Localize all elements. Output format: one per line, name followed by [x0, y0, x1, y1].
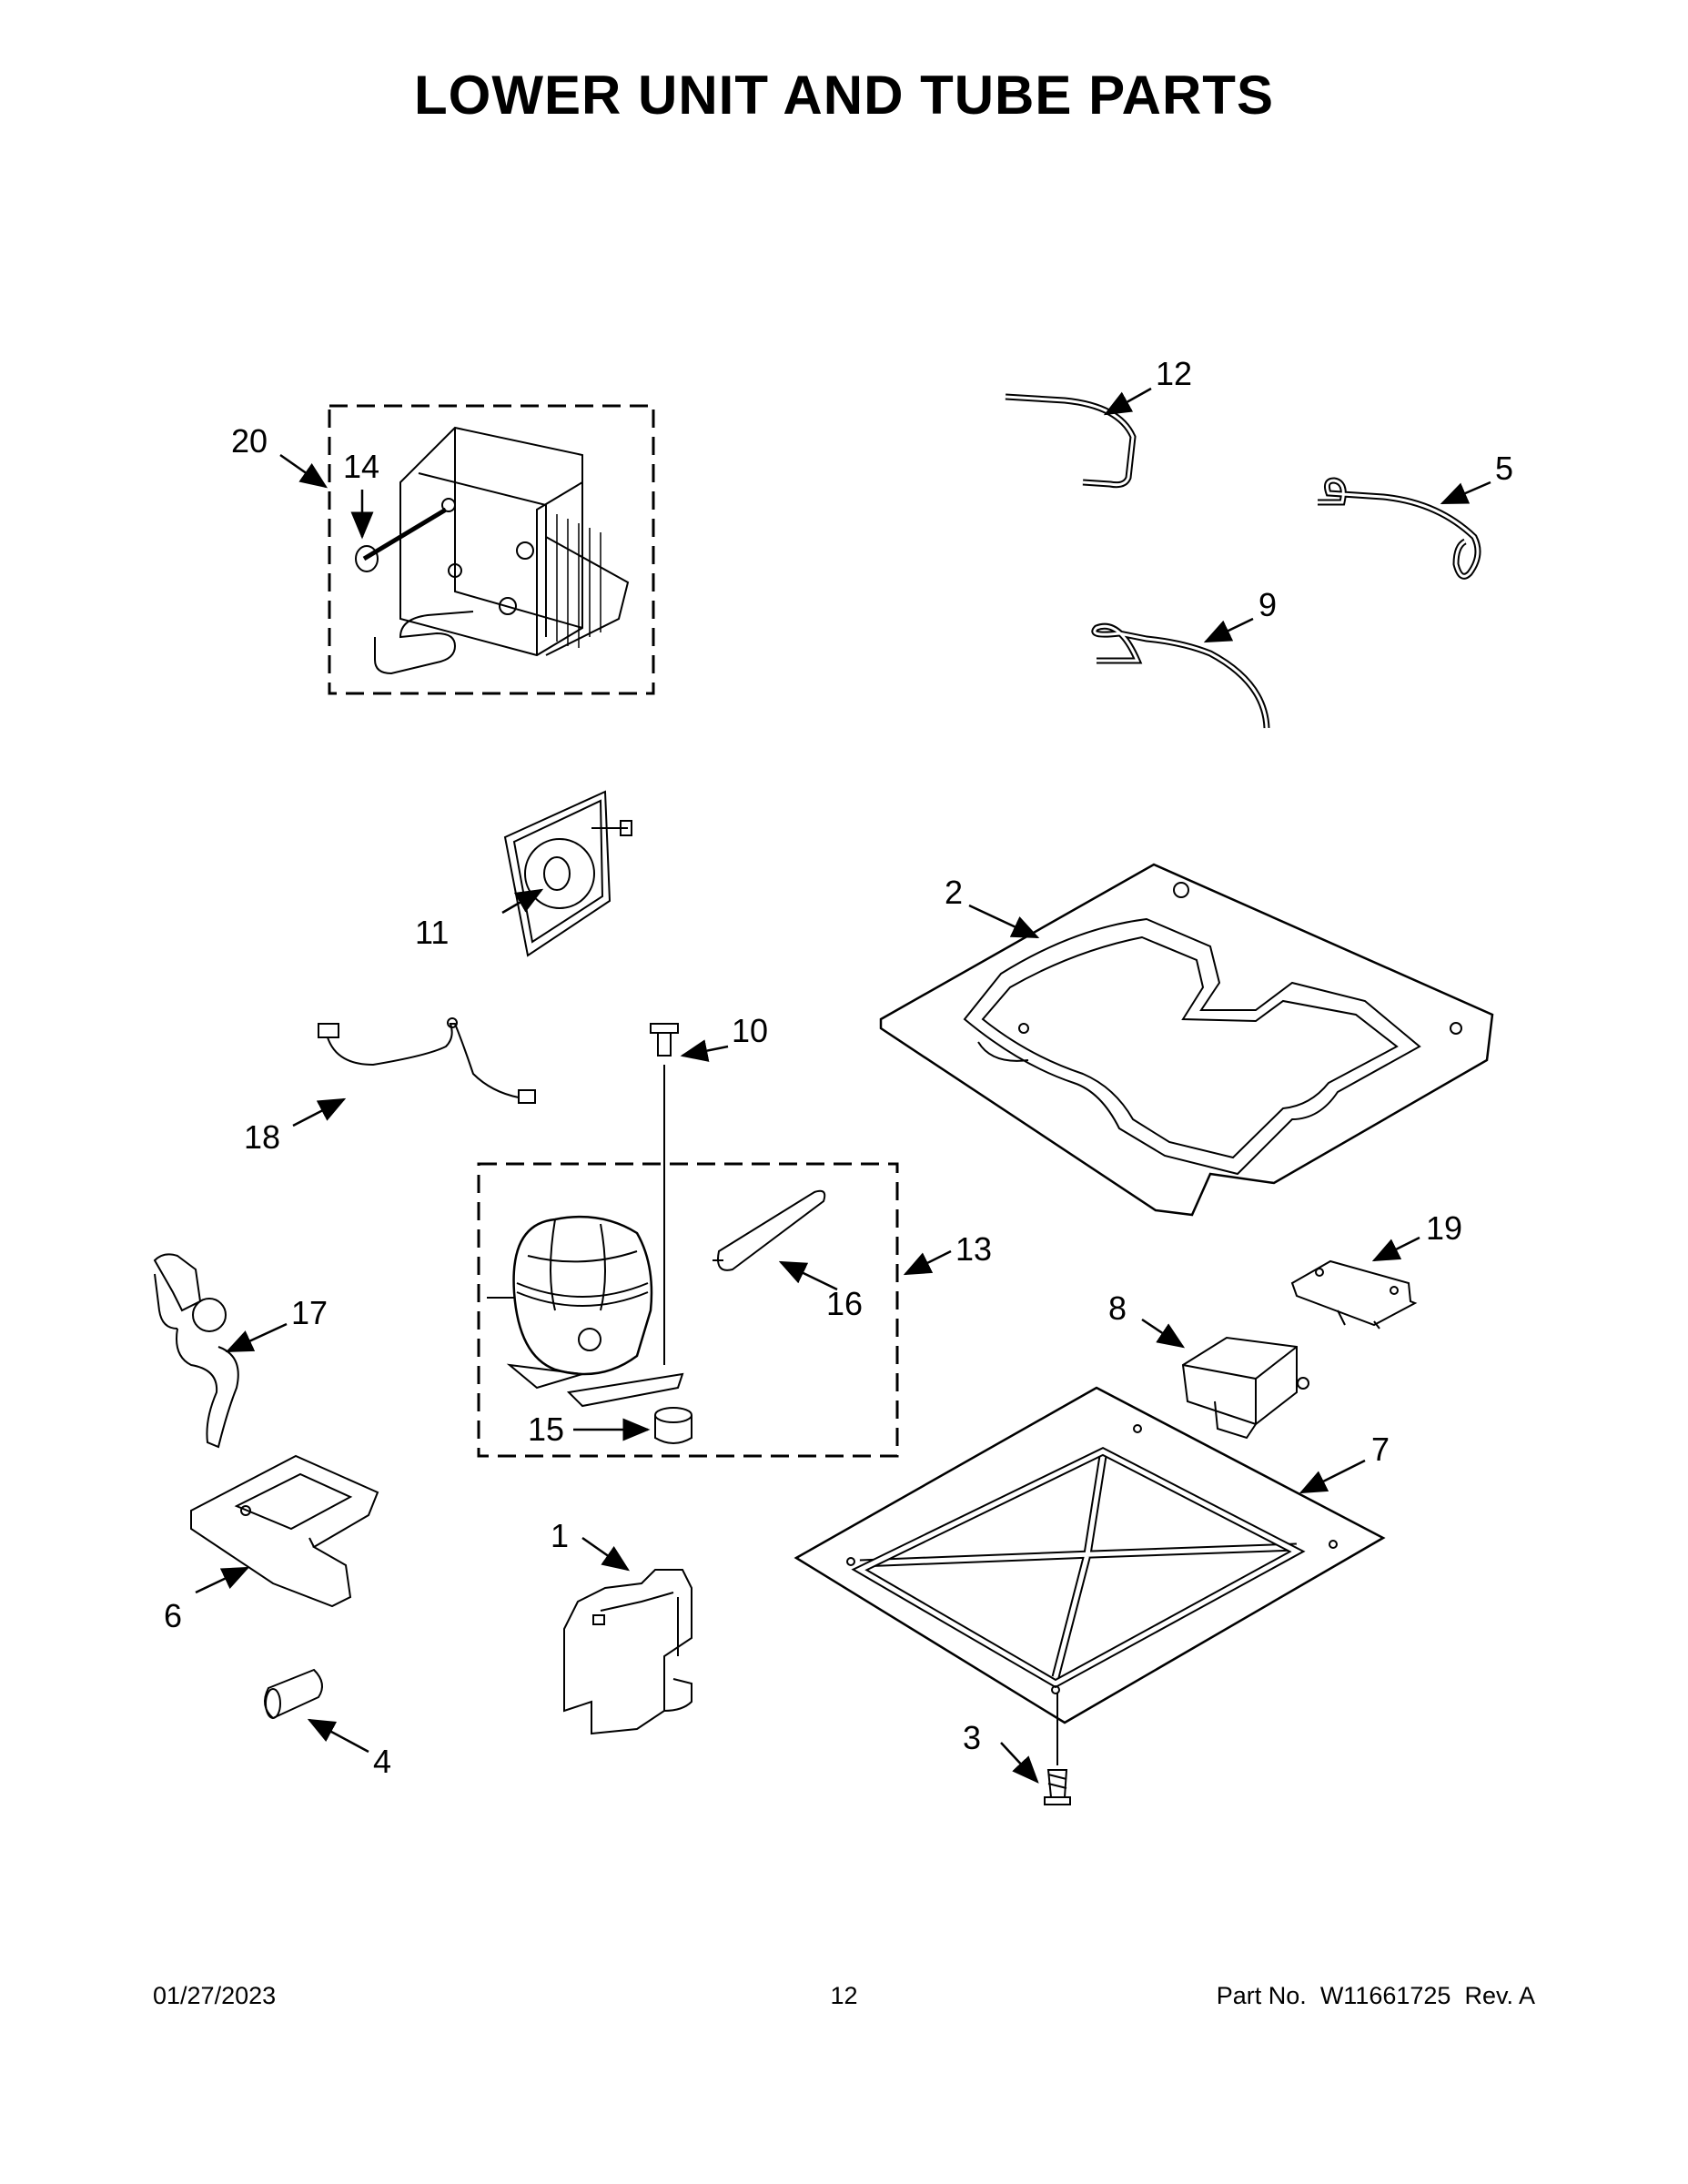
- part-4-tube: [264, 1668, 323, 1720]
- revision: Rev. A: [1464, 1982, 1535, 2009]
- callout-11: 11: [415, 914, 449, 951]
- callout-13: 13: [955, 1230, 992, 1268]
- callout-8: 8: [1108, 1289, 1127, 1327]
- part-19-control-board: [1290, 1259, 1418, 1330]
- callout-4: 4: [373, 1743, 391, 1780]
- callout-9: 9: [1258, 586, 1277, 623]
- part-9-tube: [1091, 622, 1270, 729]
- callout-10: 10: [732, 1012, 768, 1049]
- page-title: LOWER UNIT AND TUBE PARTS: [414, 65, 1274, 126]
- part-number-label: Part No.: [1216, 1982, 1307, 2009]
- footer-part-number: Part No. W11661725 Rev. A: [1217, 1982, 1535, 2010]
- callout-1: 1: [551, 1517, 569, 1554]
- part-3-screw: [1044, 1693, 1071, 1805]
- footer-page-number: 12: [830, 1982, 858, 2009]
- part-15-grommet: [654, 1407, 692, 1444]
- part-7-plate: [793, 1386, 1386, 1724]
- compressor: [487, 1215, 684, 1408]
- callout-5: 5: [1495, 450, 1513, 487]
- callout-arrows: [195, 387, 1491, 1784]
- part-1-housing: [563, 1569, 692, 1735]
- callout-6: 6: [164, 1597, 182, 1634]
- part-11-fan-assembly: [503, 790, 632, 957]
- callout-18: 18: [244, 1118, 280, 1156]
- part-number-value: W11661725: [1319, 1982, 1451, 2009]
- callout-20: 20: [231, 422, 268, 460]
- assembly-20-dashed-box: [328, 404, 655, 695]
- part-2-base-pan: [879, 863, 1494, 1217]
- callout-14: 14: [343, 448, 379, 485]
- callout-7: 7: [1371, 1431, 1390, 1468]
- part-16-drier: [713, 1189, 826, 1271]
- part-14-grommet: [355, 545, 379, 572]
- callout-3: 3: [963, 1719, 981, 1756]
- part-6-bracket: [190, 1454, 379, 1608]
- callout-2: 2: [945, 874, 963, 911]
- callout-12: 12: [1156, 355, 1192, 392]
- assembly-13-dashed-box: [477, 1162, 899, 1458]
- part-17-water-valve: [153, 1253, 239, 1449]
- part-8-component: [1181, 1336, 1309, 1440]
- callout-16: 16: [826, 1285, 863, 1322]
- condenser-assembly: [328, 404, 655, 695]
- callout-15: 15: [528, 1410, 564, 1448]
- callout-19: 19: [1426, 1209, 1462, 1247]
- part-10-screw: [650, 1023, 679, 1365]
- footer-date: 01/27/2023: [153, 1982, 277, 2009]
- part-18-wire-harness: [318, 1017, 536, 1104]
- callout-17: 17: [291, 1294, 328, 1331]
